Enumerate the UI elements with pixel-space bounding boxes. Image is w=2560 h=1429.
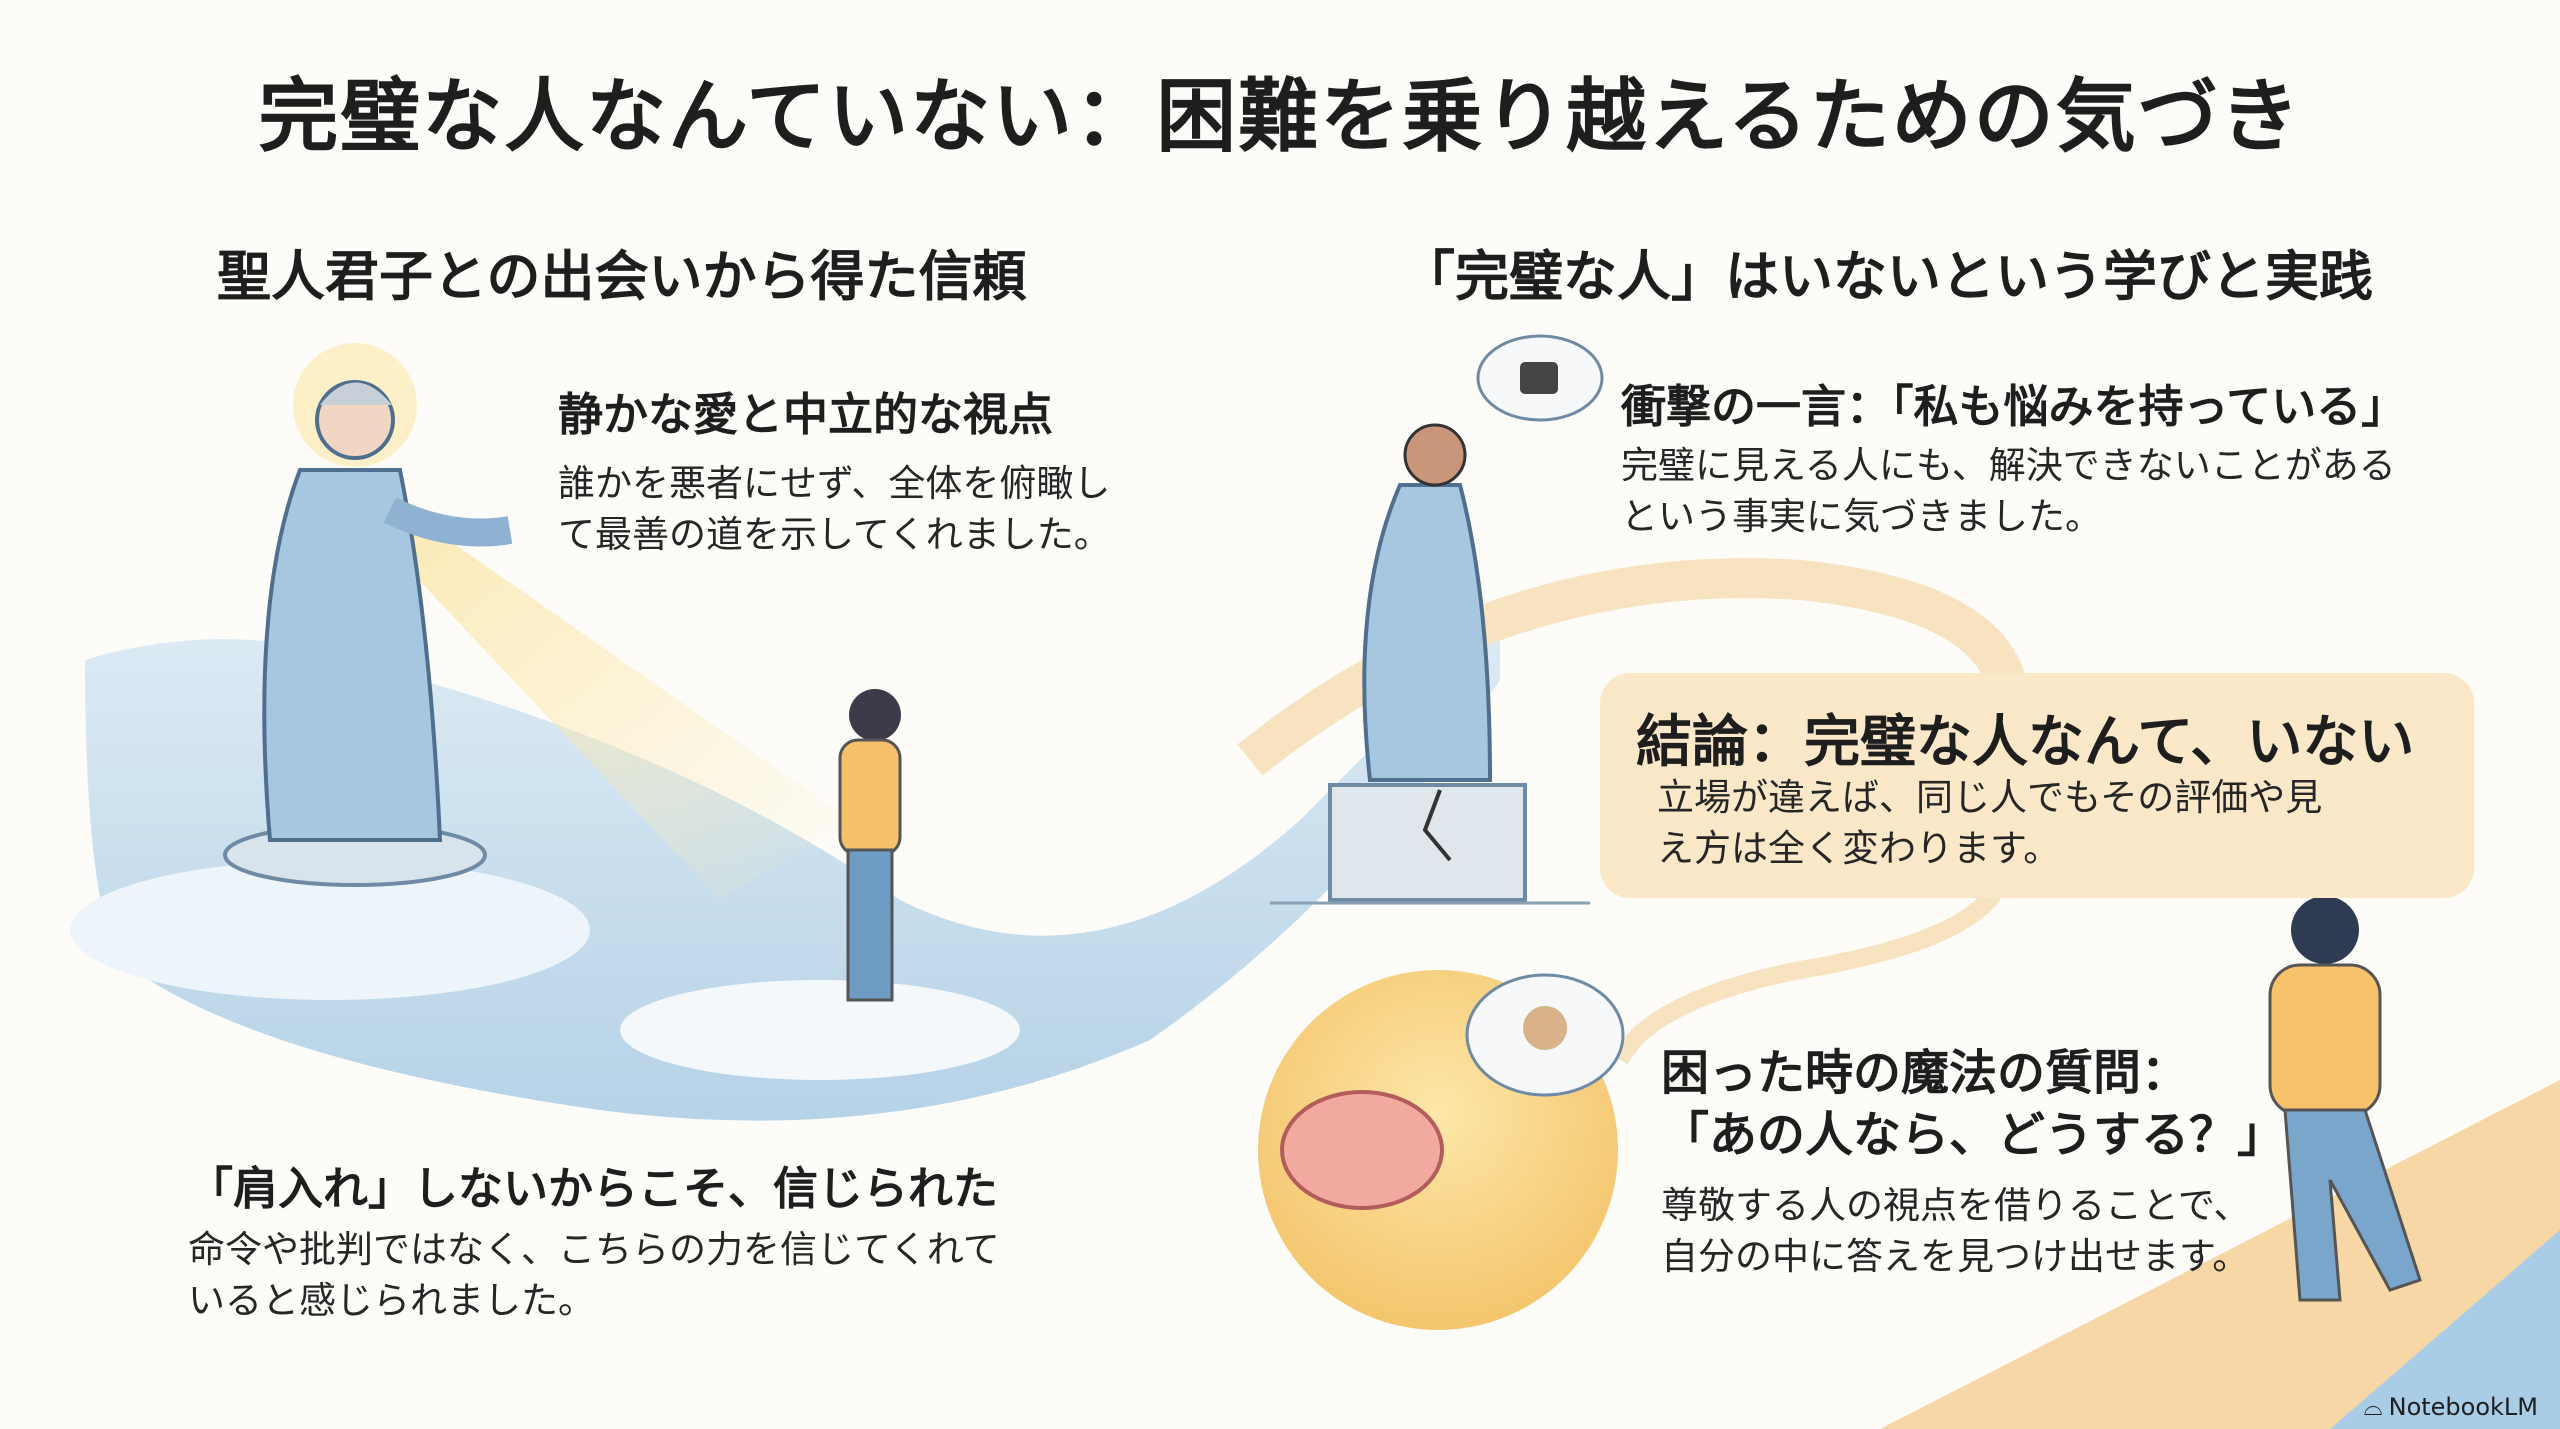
- brain-thought-illustration: [1258, 970, 1625, 1330]
- point-no-favoritism-body: 命令や批判ではなく、こちらの力を信じてくれて いると感じられました。: [188, 1224, 1000, 1326]
- body-line: 尊敬する人の視点を借りることで、: [1661, 1184, 2251, 1227]
- blue-corner: [2330, 1230, 2560, 1429]
- body-line: て最善の道を示してくれました。: [558, 513, 1111, 556]
- right-heading: 「完璧な人」はいないという学びと実践: [1401, 245, 2373, 308]
- body-line: という事実に気づきました。: [1621, 495, 2102, 538]
- branding-label: NotebookLM: [2388, 1393, 2538, 1421]
- body-line: 命令や批判ではなく、こちらの力を信じてくれて: [188, 1228, 1000, 1271]
- title-line: 「あの人なら、どうする？」: [1661, 1107, 2286, 1163]
- cloud-sky-area: [85, 620, 1500, 1121]
- conclusion-title: 結論：完璧な人なんて、いない: [1636, 710, 2415, 775]
- title-line: 困った時の魔法の質問：: [1661, 1045, 2190, 1101]
- body-line: 自分の中に答えを見つけ出せます。: [1661, 1235, 2250, 1278]
- notebooklm-logo-icon: ⌓: [2363, 1393, 2383, 1421]
- left-heading: 聖人君子との出会いから得た信頼: [217, 245, 1027, 308]
- point-shocking-words-title: 衝撃の一言：「私も悩みを持っている」: [1621, 380, 2407, 433]
- conclusion-body: 立場が違えば、同じ人でもその評価や見 え方は全く変わります。: [1657, 772, 2322, 874]
- conclusion-box: [1600, 673, 2474, 898]
- connector-path: [1611, 876, 2009, 1065]
- point-quiet-love-body: 誰かを悪者にせず、全体を俯瞰し て最善の道を示してくれました。: [558, 458, 1111, 560]
- body-line: 完璧に見える人にも、解決できないことがある: [1621, 444, 2396, 487]
- light-beam: [400, 520, 850, 900]
- girl-illustration: [838, 689, 902, 1002]
- cracked-statue-illustration: [1270, 334, 1604, 905]
- body-line: 立場が違えば、同じ人でもその評価や見: [1657, 776, 2323, 819]
- body-line: いると感じられました。: [188, 1279, 595, 1322]
- point-no-favoritism-title: 「肩入れ」しないからこそ、信じられた: [188, 1162, 999, 1215]
- point-magic-question-body: 尊敬する人の視点を借りることで、 自分の中に答えを見つけ出せます。: [1661, 1180, 2250, 1282]
- point-shocking-words-body: 完璧に見える人にも、解決できないことがある という事実に気づきました。: [1621, 440, 2396, 542]
- walking-path: [1880, 1080, 2560, 1429]
- body-line: 誰かを悪者にせず、全体を俯瞰し: [558, 462, 1111, 505]
- body-line: え方は全く変わります。: [1657, 827, 2061, 870]
- saint-statue-illustration: [223, 343, 513, 887]
- page-title: 完璧な人なんていない：困難を乗り越えるための気づき: [258, 70, 2302, 163]
- point-magic-question-title: 困った時の魔法の質問： 「あの人なら、どうする？」: [1661, 1042, 2285, 1166]
- notebooklm-branding: ⌓ NotebookLM: [2364, 1393, 2538, 1421]
- walking-woman-illustration: [2268, 896, 2422, 1302]
- point-quiet-love-title: 静かな愛と中立的な視点: [558, 388, 1054, 441]
